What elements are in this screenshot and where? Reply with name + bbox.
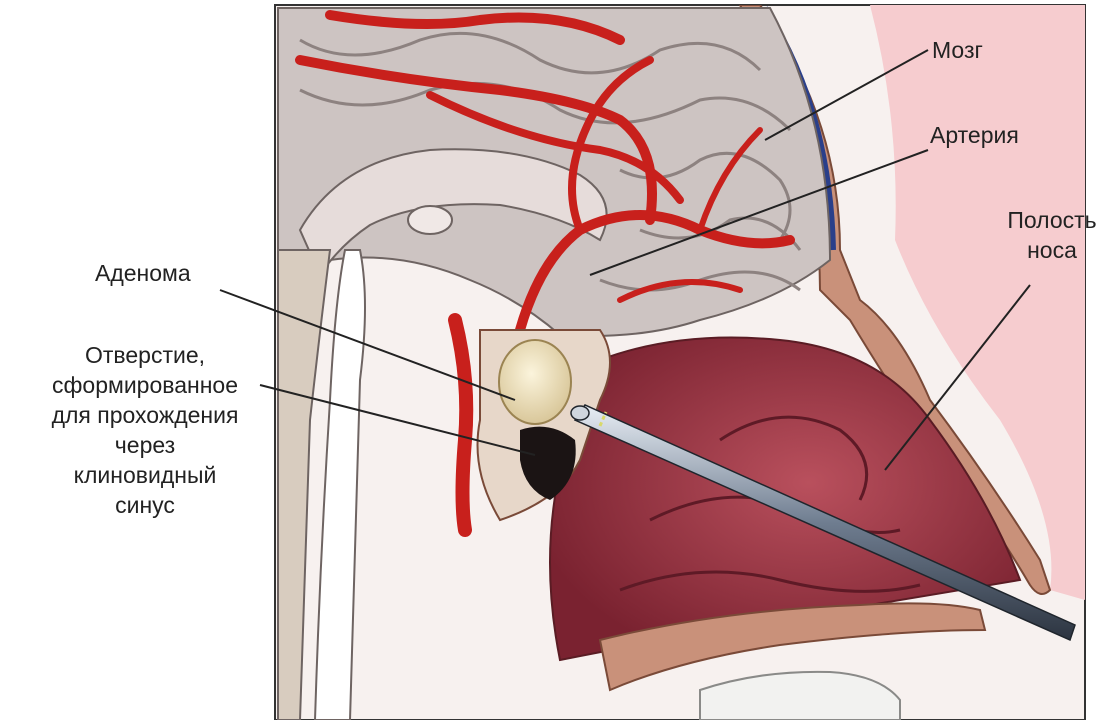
label-nasal-cavity: Полость носа bbox=[992, 205, 1112, 265]
adenoma-tumor bbox=[499, 340, 571, 424]
thalamus bbox=[408, 206, 452, 234]
label-opening: Отверстие, сформированное для прохождени… bbox=[25, 340, 265, 520]
label-artery: Артерия bbox=[930, 120, 1019, 150]
label-brain: Мозг bbox=[932, 35, 983, 65]
label-adenoma: Аденома bbox=[95, 258, 191, 288]
